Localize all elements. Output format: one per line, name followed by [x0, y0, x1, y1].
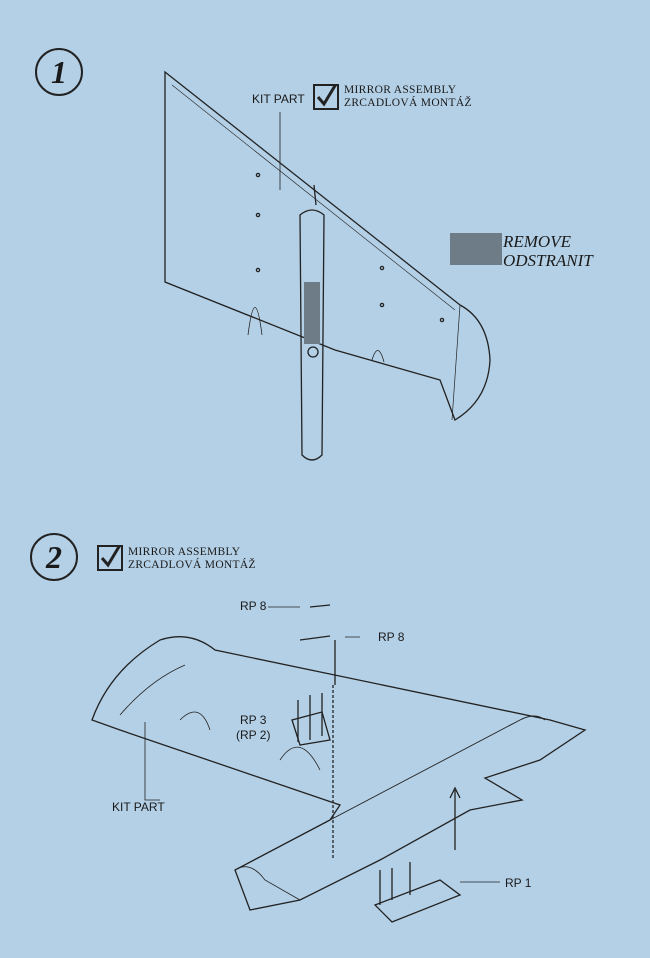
mirror-assembly-cz: ZRCADLOVÁ MONTÁŽ [344, 97, 472, 109]
wing-drawing-step1 [164, 70, 491, 461]
part-label-rp8: RP 8 [378, 630, 405, 644]
part-label-rp3: RP 3 [240, 713, 267, 727]
remove-area [304, 282, 320, 344]
part-label-rp1: RP 1 [505, 876, 532, 890]
mirror-assembly-cz: ZRCADLOVÁ MONTÁŽ [128, 559, 256, 571]
step-1-number: 1 [35, 48, 83, 96]
remove-label-cz: ODSTRANIT [503, 251, 593, 270]
part-label-rp2: (RP 2) [236, 728, 271, 742]
part-label-rp8: RP 8 [240, 599, 267, 613]
checkbox-icon [97, 544, 123, 571]
mirror-assembly-en: MIRROR ASSEMBLY [128, 546, 241, 558]
remove-legend-swatch [450, 233, 502, 265]
wing-drawing-step2 [91, 604, 587, 923]
mirror-assembly-en: MIRROR ASSEMBLY [344, 84, 457, 96]
kit-part-label: KIT PART [252, 92, 305, 106]
remove-label-en: REMOVE [503, 232, 571, 251]
checkbox-icon [313, 83, 339, 110]
kit-part-label: KIT PART [112, 800, 165, 814]
step-2-number: 2 [30, 533, 78, 581]
